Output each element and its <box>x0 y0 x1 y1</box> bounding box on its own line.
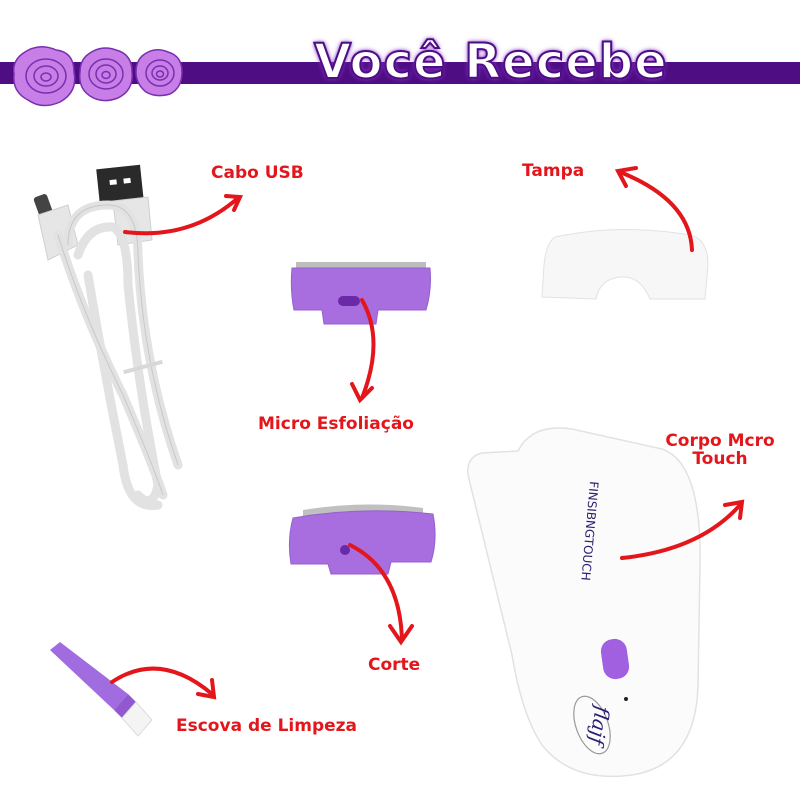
usb-cable-image <box>33 164 183 510</box>
rose-icon <box>78 47 133 102</box>
label-cap: Tampa <box>522 161 585 181</box>
label-cleaning-brush: Escova de Limpeza <box>176 716 358 736</box>
cutting-head-image <box>288 504 436 575</box>
cap-image <box>541 229 709 300</box>
rose-decoration <box>12 46 183 107</box>
label-cutting-head: Corte <box>368 655 421 675</box>
device-body-image: FINSIBNGTOUCH flajf <box>467 427 701 778</box>
label-usb-cable: Cabo USB <box>211 163 304 183</box>
rose-icon <box>135 49 183 97</box>
exfoliation-head-image <box>290 262 431 325</box>
page-title: Você Recebe <box>313 34 668 90</box>
rose-icon <box>12 46 76 107</box>
header-banner-bar <box>0 62 800 84</box>
cleaning-brush-image <box>50 642 153 737</box>
label-device-body: Corpo Mcro Touch <box>665 431 775 469</box>
label-micro-exfoliation: Micro Esfoliação <box>258 414 414 434</box>
